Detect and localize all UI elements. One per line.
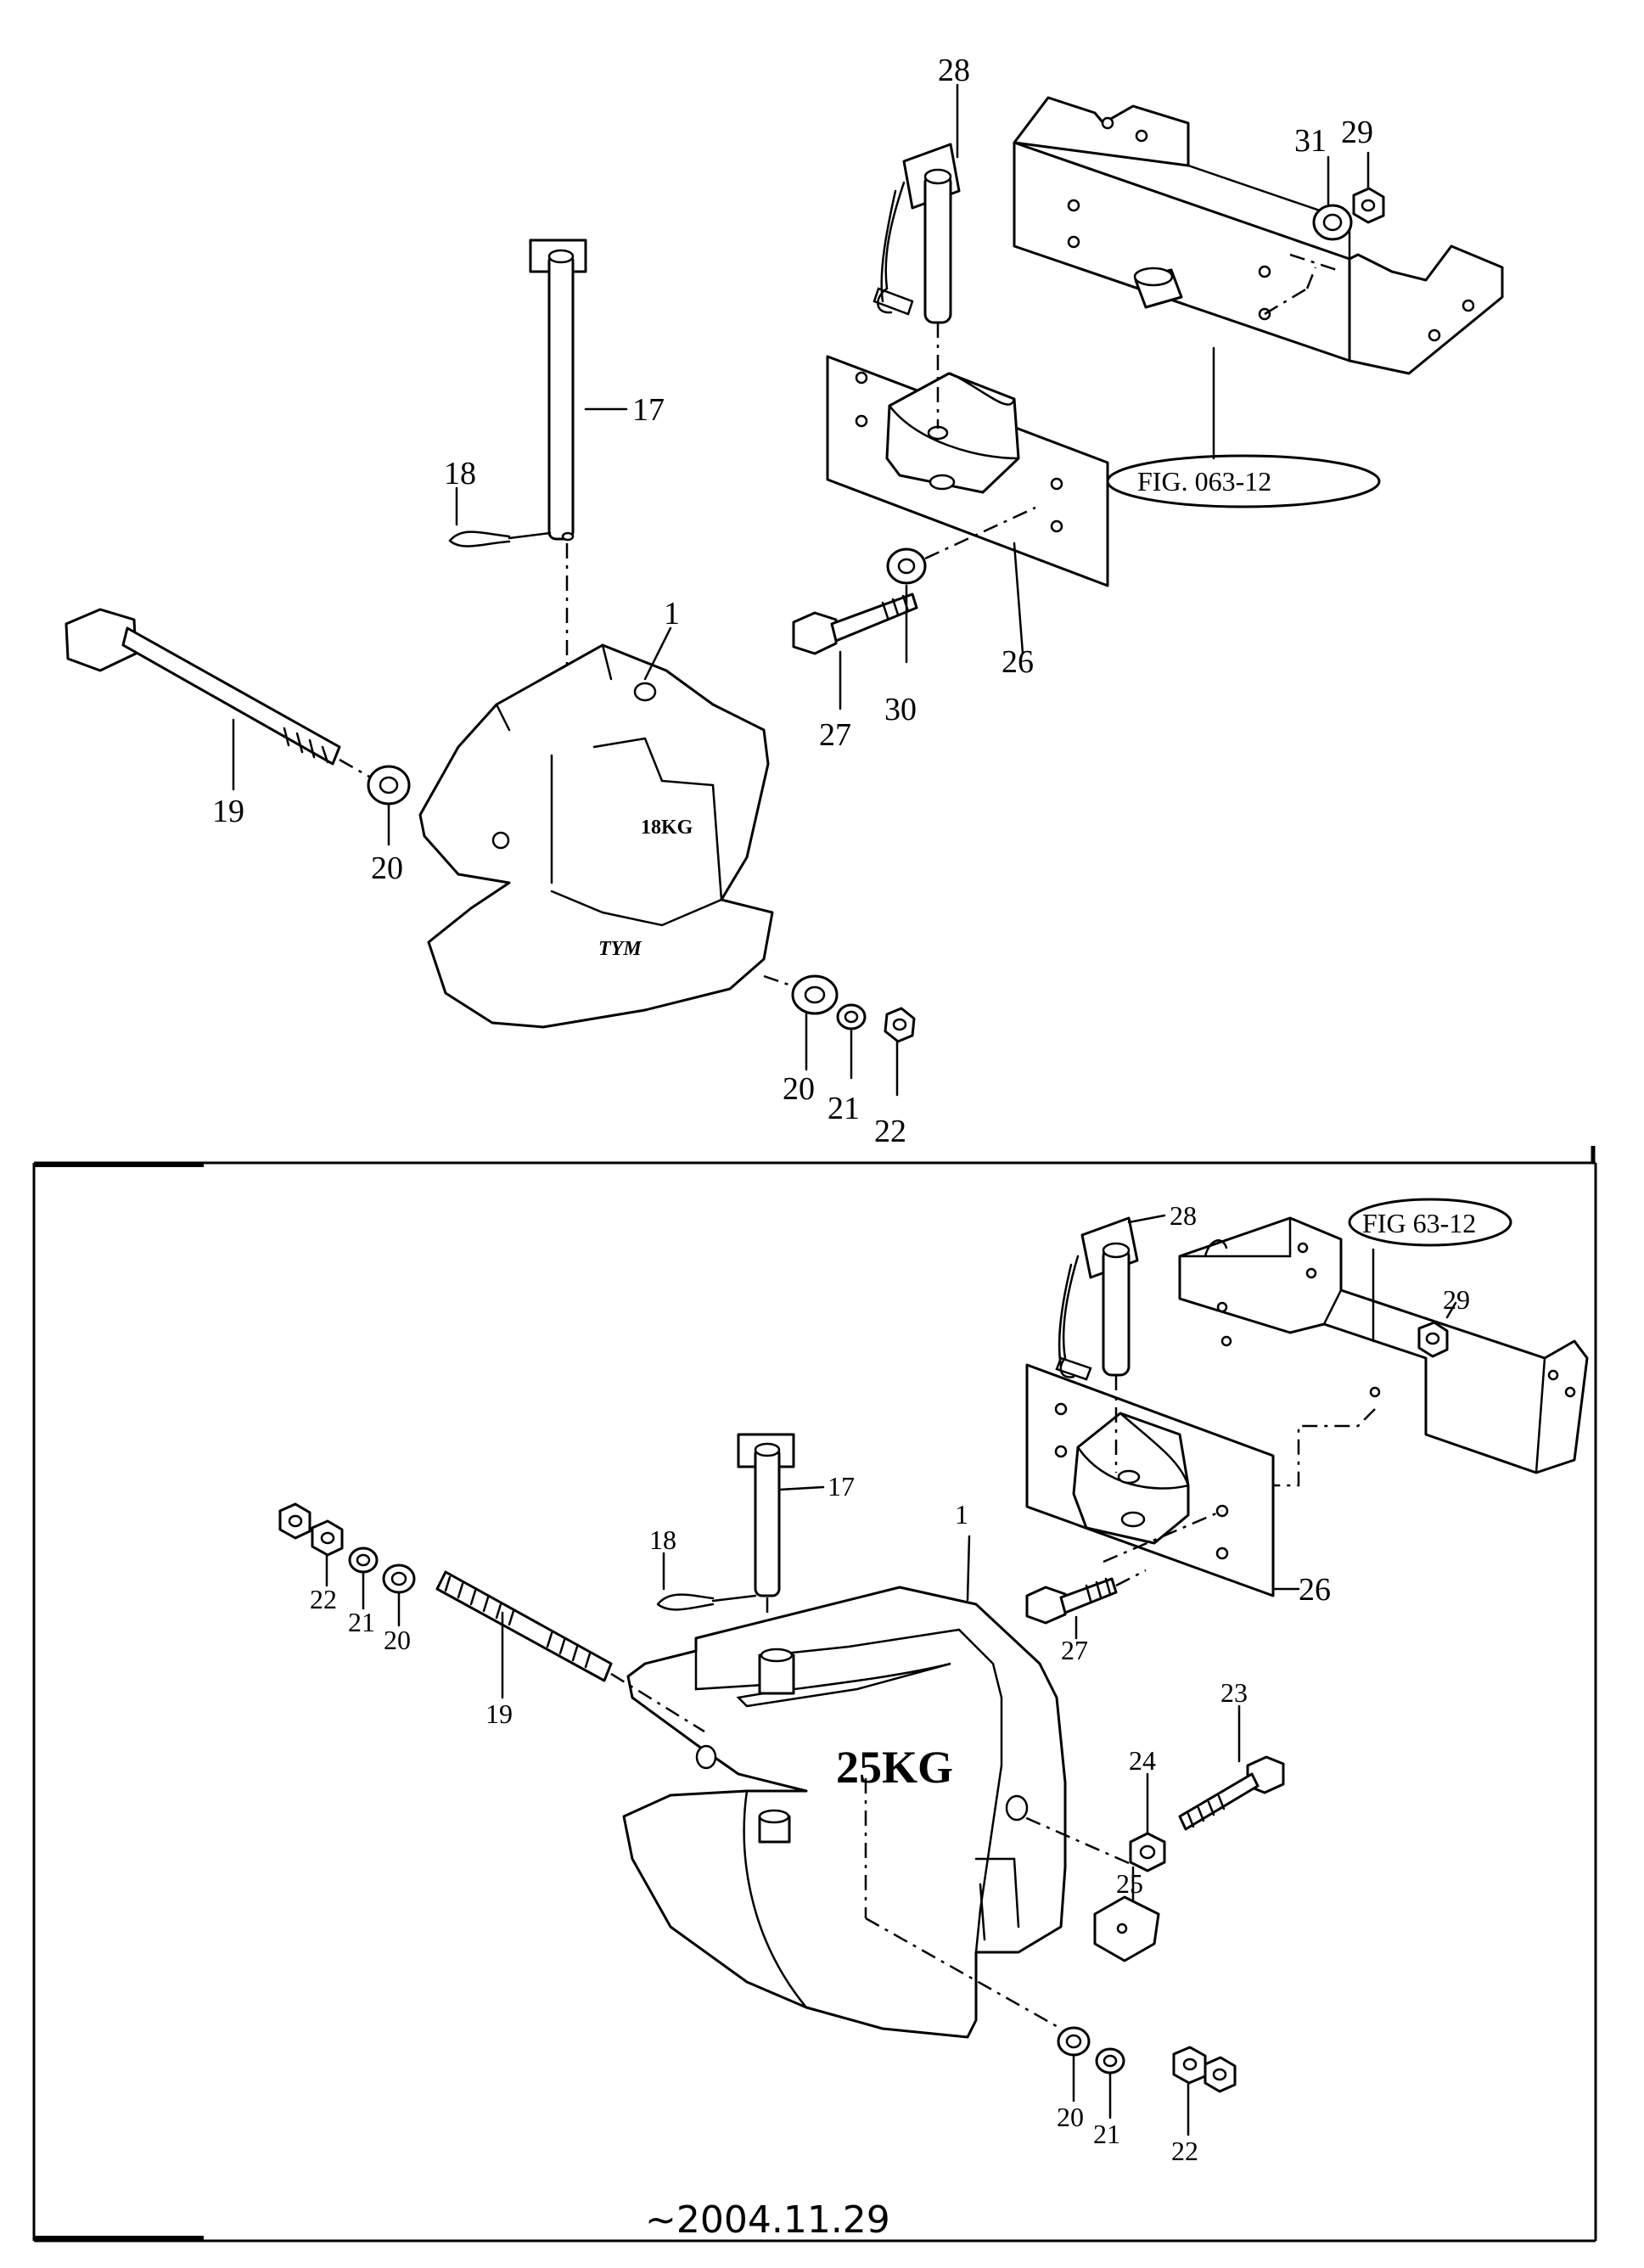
top-weight-label: 18KG	[641, 817, 693, 839]
bottom-label-19: 19	[485, 1698, 513, 1729]
bottom-fasteners-right	[1057, 2026, 1237, 2136]
bottom-hitch-body	[622, 1535, 1067, 2039]
top-label-18: 18	[444, 456, 476, 491]
top-hitch-body	[418, 626, 774, 1029]
bottom-pin-17	[737, 1433, 825, 1681]
bottom-label-20a: 20	[384, 1625, 411, 1655]
bottom-label-1: 1	[955, 1499, 968, 1530]
top-label-19: 19	[212, 794, 244, 829]
bottom-label-22a: 22	[310, 1584, 337, 1614]
bottom-label-21b: 21	[1093, 2119, 1120, 2149]
top-pin-17	[529, 239, 628, 542]
bottom-date: ~2004.11.29	[645, 2198, 890, 2242]
top-pin-28	[872, 83, 961, 429]
top-logo: TYM	[598, 938, 642, 960]
bottom-fasteners-left	[278, 1502, 416, 1627]
bottom-fig-ref-ellipse	[1348, 1198, 1512, 1247]
bottom-plate-26	[1025, 1363, 1300, 1597]
top-assembly	[65, 83, 1504, 1097]
top-label-20b: 20	[783, 1071, 815, 1107]
bottom-nut-29	[1417, 1301, 1457, 1358]
top-label-22: 22	[874, 1114, 906, 1149]
top-washer-20	[339, 758, 411, 846]
top-bolt-27	[792, 506, 1036, 710]
bottom-stud-19	[435, 1570, 705, 1733]
top-clip-18	[448, 486, 552, 547]
bottom-weight-label: 25KG	[836, 1742, 953, 1793]
bottom-frame	[32, 1146, 1597, 2243]
top-label-31: 31	[1294, 123, 1327, 159]
bottom-bracket	[1178, 1216, 1589, 1487]
bottom-bolt-27	[1025, 1569, 1147, 1640]
top-bracket	[1013, 96, 1504, 460]
bottom-fig-ref: FIG 63-12	[1362, 1208, 1476, 1238]
bottom-label-29: 29	[1443, 1284, 1470, 1315]
top-label-21: 21	[828, 1091, 860, 1126]
bottom-label-28: 28	[1170, 1200, 1197, 1231]
top-label-17: 17	[632, 392, 665, 428]
bottom-label-24: 24	[1129, 1745, 1156, 1776]
top-label-27: 27	[819, 717, 851, 753]
bottom-assembly	[278, 1198, 1589, 2136]
bottom-bolt-23	[1022, 1704, 1285, 1962]
bottom-label-21a: 21	[348, 1607, 375, 1637]
bottom-label-27: 27	[1061, 1635, 1088, 1665]
top-nut-29-washer-31	[1289, 151, 1385, 272]
bottom-label-22b: 22	[1171, 2136, 1198, 2166]
bottom-label-18: 18	[649, 1524, 676, 1555]
top-label-20a: 20	[371, 850, 403, 886]
bottom-pin-28	[1055, 1214, 1166, 1473]
bottom-label-23: 23	[1220, 1677, 1248, 1708]
top-fasteners-right	[763, 974, 916, 1097]
top-label-30: 30	[884, 692, 917, 727]
bottom-label-20b: 20	[1057, 2102, 1084, 2132]
top-fig-ref-ellipse	[1106, 454, 1381, 508]
top-label-26: 26	[1002, 644, 1034, 680]
bottom-label-26: 26	[1299, 1572, 1331, 1608]
bottom-label-25: 25	[1116, 1868, 1143, 1899]
top-plate-26	[826, 355, 1109, 655]
top-bolt-19	[65, 608, 341, 791]
top-label-28: 28	[938, 53, 970, 88]
top-label-1: 1	[664, 596, 680, 632]
bottom-label-17: 17	[828, 1471, 855, 1502]
top-fig-ref: FIG. 063-12	[1137, 466, 1271, 497]
bottom-clip-18	[656, 1552, 757, 1611]
top-label-29: 29	[1341, 115, 1373, 150]
